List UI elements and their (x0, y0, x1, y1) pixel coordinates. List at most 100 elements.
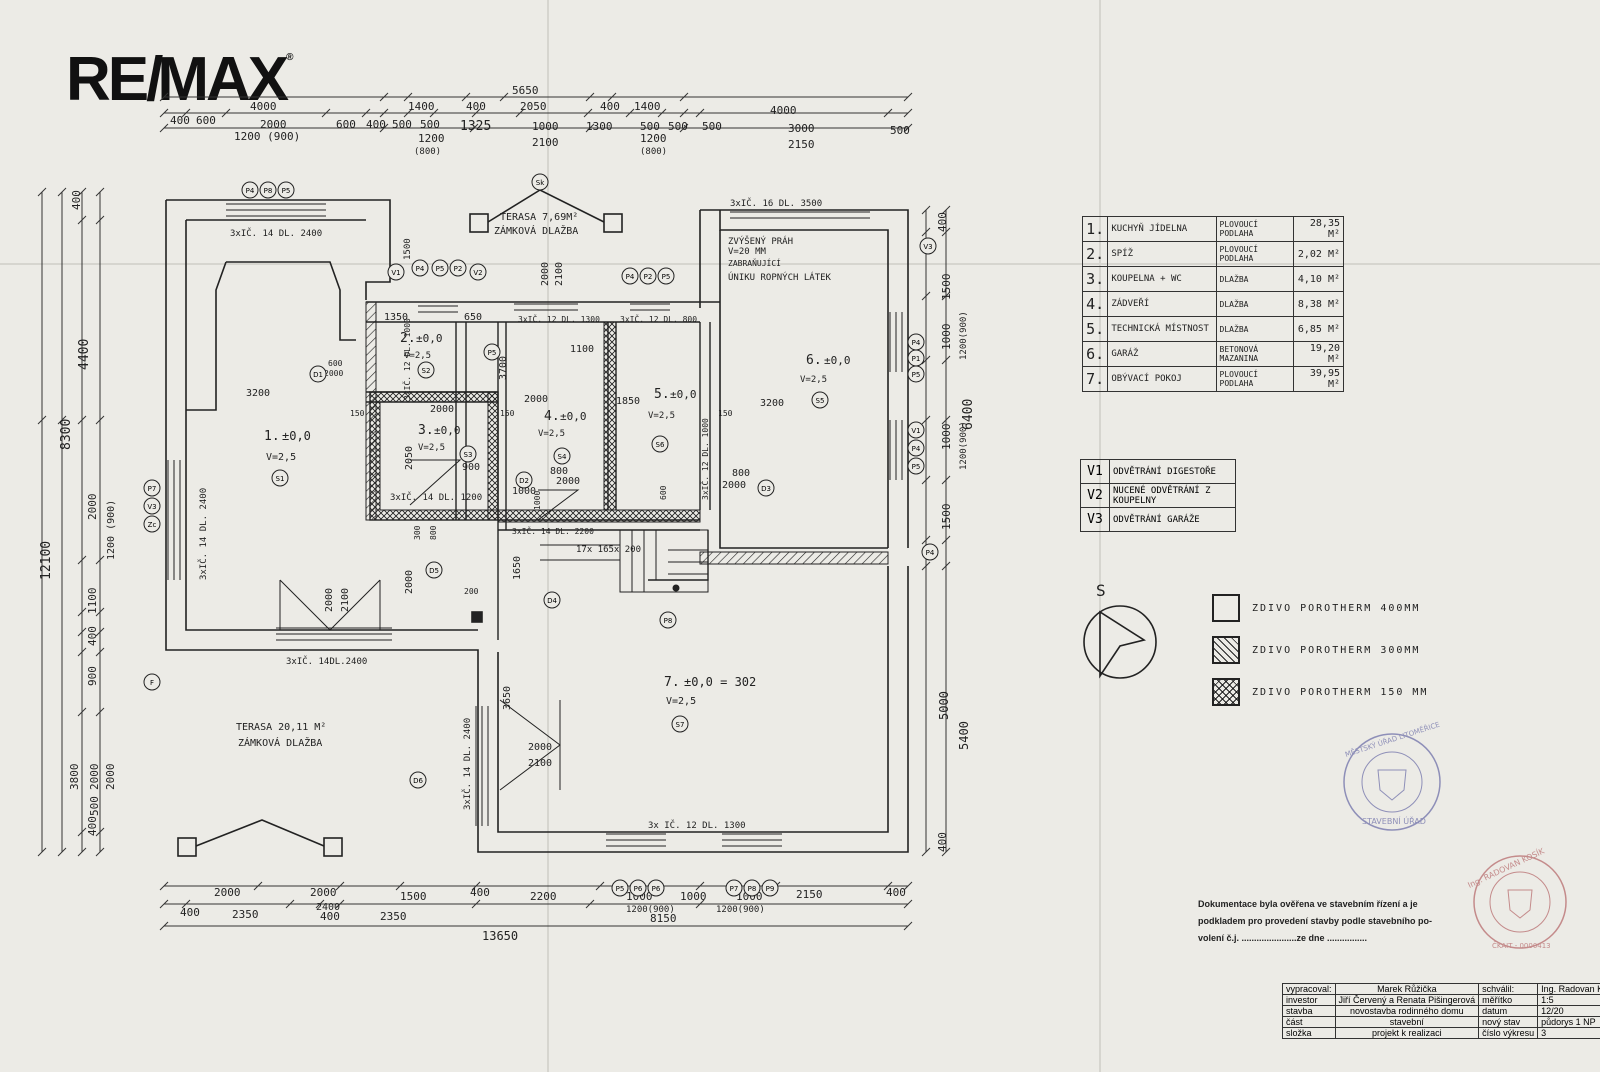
dim-text: 2000 (260, 118, 287, 131)
marker-label: V3 (147, 503, 156, 511)
room-number: 4. (544, 409, 560, 424)
dimension-tick (883, 881, 893, 891)
marker-circle: V2 (469, 263, 487, 281)
marker-circle: V3 (143, 497, 161, 515)
marker-circle: D6 (409, 771, 427, 789)
marker-label: P5 (436, 265, 445, 273)
marker-label: P5 (616, 885, 625, 893)
dimension-tick (361, 108, 371, 118)
raised-floor-text: ZABRAŇUJÍCÍ (728, 257, 781, 268)
marker-circle: S1 (271, 469, 289, 487)
room-area-cell: 19,20 M² (1293, 341, 1344, 367)
room-area-cell: 8,38 M² (1293, 291, 1344, 317)
dimension-tick (37, 415, 47, 425)
dimension-tick (903, 921, 913, 931)
dimension-tick (695, 108, 705, 118)
marker-circle: P5 (483, 343, 501, 361)
dimension-tick (941, 475, 951, 485)
dim-text: 2100 (528, 758, 552, 769)
dimension-tick (657, 108, 667, 118)
dim-text: 2350 (380, 910, 407, 923)
dim-text: 2000 (214, 886, 241, 899)
marker-label: P4 (912, 445, 921, 453)
dim-text: 1200 (418, 132, 445, 145)
title-cell: stavba (1282, 1005, 1336, 1017)
dim-text: 1000 (940, 324, 953, 351)
room-area-cell: 4,10 M² (1293, 266, 1344, 292)
marker-circle: V3 (919, 237, 937, 255)
dimension-tick (403, 92, 413, 102)
legend-swatch (1212, 636, 1240, 664)
dimension-tick (159, 123, 169, 133)
marker-label: V1 (911, 427, 920, 435)
dim-text: 400 (936, 832, 949, 852)
dim-text: 8300 (59, 419, 74, 450)
dimension-tick (941, 415, 951, 425)
marker-circle: P8 (743, 879, 761, 897)
marker-circle: P6 (629, 879, 647, 897)
marker-label: D3 (761, 485, 771, 493)
dimension-tick (695, 881, 705, 891)
dim-text: 2000 (524, 394, 548, 405)
window-label: 3xIČ. 12 DL. 1300 (518, 313, 600, 324)
dim-text: 1000 (680, 890, 707, 903)
dim-text: 3200 (760, 398, 784, 409)
dim-text: 500 (668, 120, 688, 133)
dim-text: 3650 (502, 686, 513, 710)
wall-legend: ZDIVO POROTHERM 400MM ZDIVO POROTHERM 30… (1212, 594, 1428, 720)
dimension-tick (285, 899, 295, 909)
title-cell: číslo výkresu (1478, 1027, 1539, 1039)
dim-text: 1100 (86, 588, 99, 615)
dim-text: 400 (180, 906, 200, 919)
room-1: 1. ±0,0 V=2,5 (264, 429, 311, 463)
room-height: V=2,5 (648, 411, 675, 421)
window-label: 3x IČ. 12 DL. 1300 (648, 819, 746, 831)
marker-circle: P5 (277, 181, 295, 199)
north-arrow: S (1083, 581, 1157, 679)
marker-circle: P5 (611, 879, 629, 897)
dimension-tick (515, 108, 525, 118)
dim-text: 2000 (324, 588, 335, 612)
dim-text: 1200(900) (716, 905, 765, 915)
room-4: 4. ±0,0 V=2,5 (538, 409, 587, 439)
terrace-top-label: TERASA 7,69M² (500, 212, 578, 223)
dim-text: 2000 (430, 404, 454, 415)
dimension-tick (595, 881, 605, 891)
dimension-tick (471, 899, 481, 909)
vent-num-cell: V3 (1080, 507, 1110, 532)
legend-label: ZDIVO POROTHERM 300MM (1252, 644, 1421, 656)
vent-num-cell: V1 (1080, 459, 1110, 484)
stamp-city-sub: STAVEBNÍ ÚŘAD (1362, 815, 1426, 826)
marker-label: F (150, 679, 154, 687)
room-name-cell: OBÝVACÍ POKOJ (1107, 366, 1217, 392)
dim-text: 1100 (570, 344, 594, 355)
title-cell: měřítko (1478, 994, 1539, 1006)
legend-item-300: ZDIVO POROTHERM 300MM (1212, 636, 1428, 664)
room-5: 5. ±0,0 V=2,5 (648, 387, 697, 421)
dim-text: 2050 (520, 100, 547, 113)
wall-150 (497, 509, 701, 523)
dim-text: 500 (420, 118, 440, 131)
dimension-tick (585, 92, 595, 102)
title-cell: datum (1478, 1005, 1539, 1017)
room-number: 1. (264, 429, 280, 444)
dimension-tick (57, 187, 67, 197)
dim-text: 2000 (556, 476, 580, 487)
dimension-tick (95, 847, 105, 857)
marker-circle: S4 (553, 447, 571, 465)
dimension-tick (941, 561, 951, 571)
room-name-cell: KOUPELNA + WC (1107, 266, 1217, 292)
dim-text-top-total: 5650 (512, 84, 539, 97)
dim-text: 400 (170, 114, 190, 127)
marker-label: P5 (662, 273, 671, 281)
marker-label: P1 (912, 355, 921, 363)
dim-text: 2000 (528, 742, 552, 753)
raised-floor-text: ZVÝŠENÝ PRÁH (728, 235, 793, 247)
dim-text: 400 (886, 886, 906, 899)
dimension-tick (941, 847, 951, 857)
legend-label: ZDIVO POROTHERM 150 MM (1252, 686, 1429, 698)
room-num-cell: 4. (1081, 291, 1109, 317)
